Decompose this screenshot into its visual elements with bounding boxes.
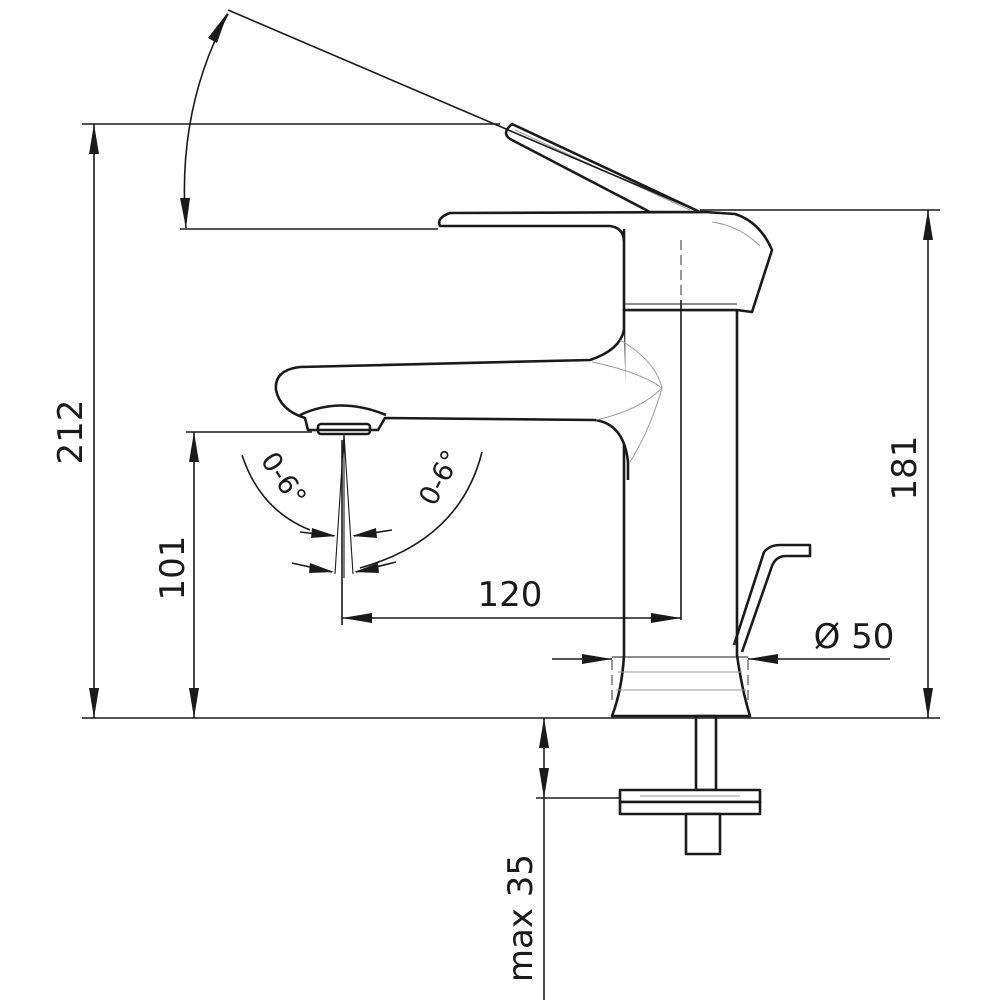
arrow-212-bottom <box>89 688 99 718</box>
label-181: 181 <box>885 436 925 501</box>
lever-raised <box>504 122 702 214</box>
drain-rod <box>732 543 812 653</box>
spray-right <box>343 433 354 575</box>
arrow-181-bottom <box>923 688 933 718</box>
label-120: 120 <box>478 575 543 615</box>
mounting-stud <box>694 714 718 792</box>
label-101: 101 <box>153 536 193 601</box>
arrow-spray-3 <box>309 563 334 573</box>
spout <box>274 329 630 480</box>
faucet-body <box>274 122 812 856</box>
spray-arc-right <box>359 451 483 569</box>
spray-left <box>334 433 345 575</box>
arrow-35-top <box>539 718 549 748</box>
cartridge-cap <box>437 210 774 314</box>
arrow-spray-2 <box>352 528 377 538</box>
label-212: 212 <box>51 400 91 465</box>
arrow-spray-4 <box>354 563 379 573</box>
arrow-101-top <box>189 432 199 462</box>
arrow-212-top <box>89 124 99 154</box>
arrow-50-right <box>748 654 778 664</box>
arrow-120-left <box>342 613 372 623</box>
label-angle-right: 0-6° <box>413 445 467 510</box>
label-angle-left: 0-6° <box>254 447 312 512</box>
aerator <box>299 404 387 417</box>
dimension-lines <box>82 9 940 1000</box>
arrow-lever-top <box>208 12 228 43</box>
mounting-nut <box>684 812 722 856</box>
mounting-plate <box>618 800 762 816</box>
spray-arc-left <box>241 454 311 531</box>
arrow-35-bottom <box>539 768 549 798</box>
arrow-181-top <box>923 210 933 240</box>
arrow-lever-bottom <box>180 198 190 228</box>
arrow-120-right <box>651 613 681 623</box>
arrow-50-left <box>582 654 612 664</box>
lever-angle-line <box>227 9 701 213</box>
dimension-labels: 212 101 181 120 Ø 50 max 35 0-6° 0-6° <box>51 400 925 983</box>
cap-detail <box>711 221 761 247</box>
arrow-spray-1 <box>311 528 336 538</box>
arrow-101-bottom <box>189 688 199 718</box>
lever-angle-arc <box>183 13 229 229</box>
label-max-35: max 35 <box>501 854 541 982</box>
spout-hidden-curve-2 <box>619 339 663 463</box>
label-diameter-50: Ø 50 <box>814 617 895 657</box>
